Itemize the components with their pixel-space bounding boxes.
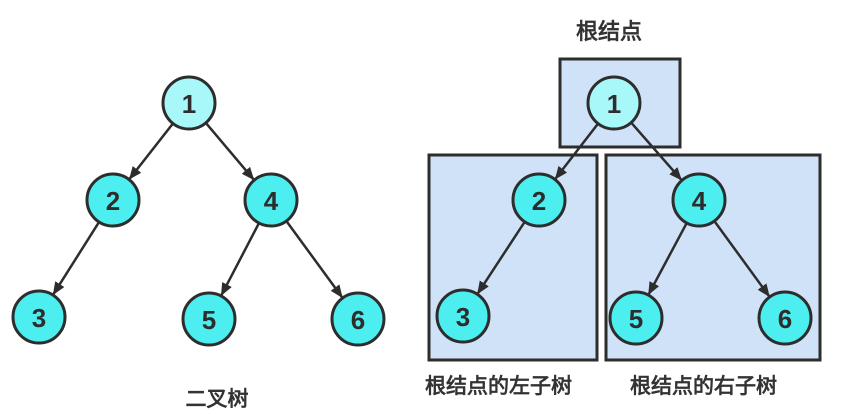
tree-node-label-1: 1 xyxy=(182,89,196,119)
left-subtree-box-label: 根结点的左子树 xyxy=(425,374,572,398)
tree-edge-n2-n3 xyxy=(52,221,101,296)
tree-node-3 xyxy=(435,288,491,344)
tree-node-label-4: 4 xyxy=(692,186,707,216)
root-box-label: 根结点 xyxy=(576,19,642,44)
tree-node-5 xyxy=(608,290,664,346)
tree-node-label-3: 3 xyxy=(456,302,470,332)
root-tree-node-1 xyxy=(161,75,217,131)
tree-node-3 xyxy=(11,289,67,345)
tree-edge-m4-m6 xyxy=(713,220,771,298)
tree-node-4 xyxy=(243,172,299,228)
tree-node-2 xyxy=(85,172,141,228)
tree-node-label-2: 2 xyxy=(106,186,120,216)
tree-node-label-5: 5 xyxy=(629,304,643,334)
tree-node-label-3: 3 xyxy=(32,303,46,333)
tree-node-label-2: 2 xyxy=(532,186,546,216)
tree-node-5 xyxy=(181,291,237,347)
binary-tree-diagram: 1 2 4 3 5 6 二叉树 xyxy=(11,75,386,411)
tree-node-label-5: 5 xyxy=(202,305,216,335)
tree-node-4 xyxy=(671,172,727,228)
tree-edge-n4-n6 xyxy=(285,220,344,299)
right-subtree-box-label: 根结点的右子树 xyxy=(630,374,777,398)
tree-node-6 xyxy=(757,290,813,346)
tree-node-label-6: 6 xyxy=(778,304,792,334)
root-tree-node-1 xyxy=(586,75,642,131)
tree-edge-m4-m5 xyxy=(647,222,688,296)
tree-node-label-6: 6 xyxy=(351,305,365,335)
tree-node-label-1: 1 xyxy=(607,89,621,119)
tree-node-2 xyxy=(511,172,567,228)
tree-edge-m2-m3 xyxy=(476,221,526,295)
tree-edge-n1-n4 xyxy=(204,122,255,181)
left-diagram-caption: 二叉树 xyxy=(186,387,249,411)
tree-edge-m1-m2 xyxy=(554,122,600,180)
tree-edge-n4-n5 xyxy=(220,222,261,297)
tree-node-6 xyxy=(330,291,386,347)
tree-edge-n1-n2 xyxy=(128,122,174,180)
tree-node-label-4: 4 xyxy=(264,186,279,216)
tree-edge-m1-m4 xyxy=(630,121,683,181)
